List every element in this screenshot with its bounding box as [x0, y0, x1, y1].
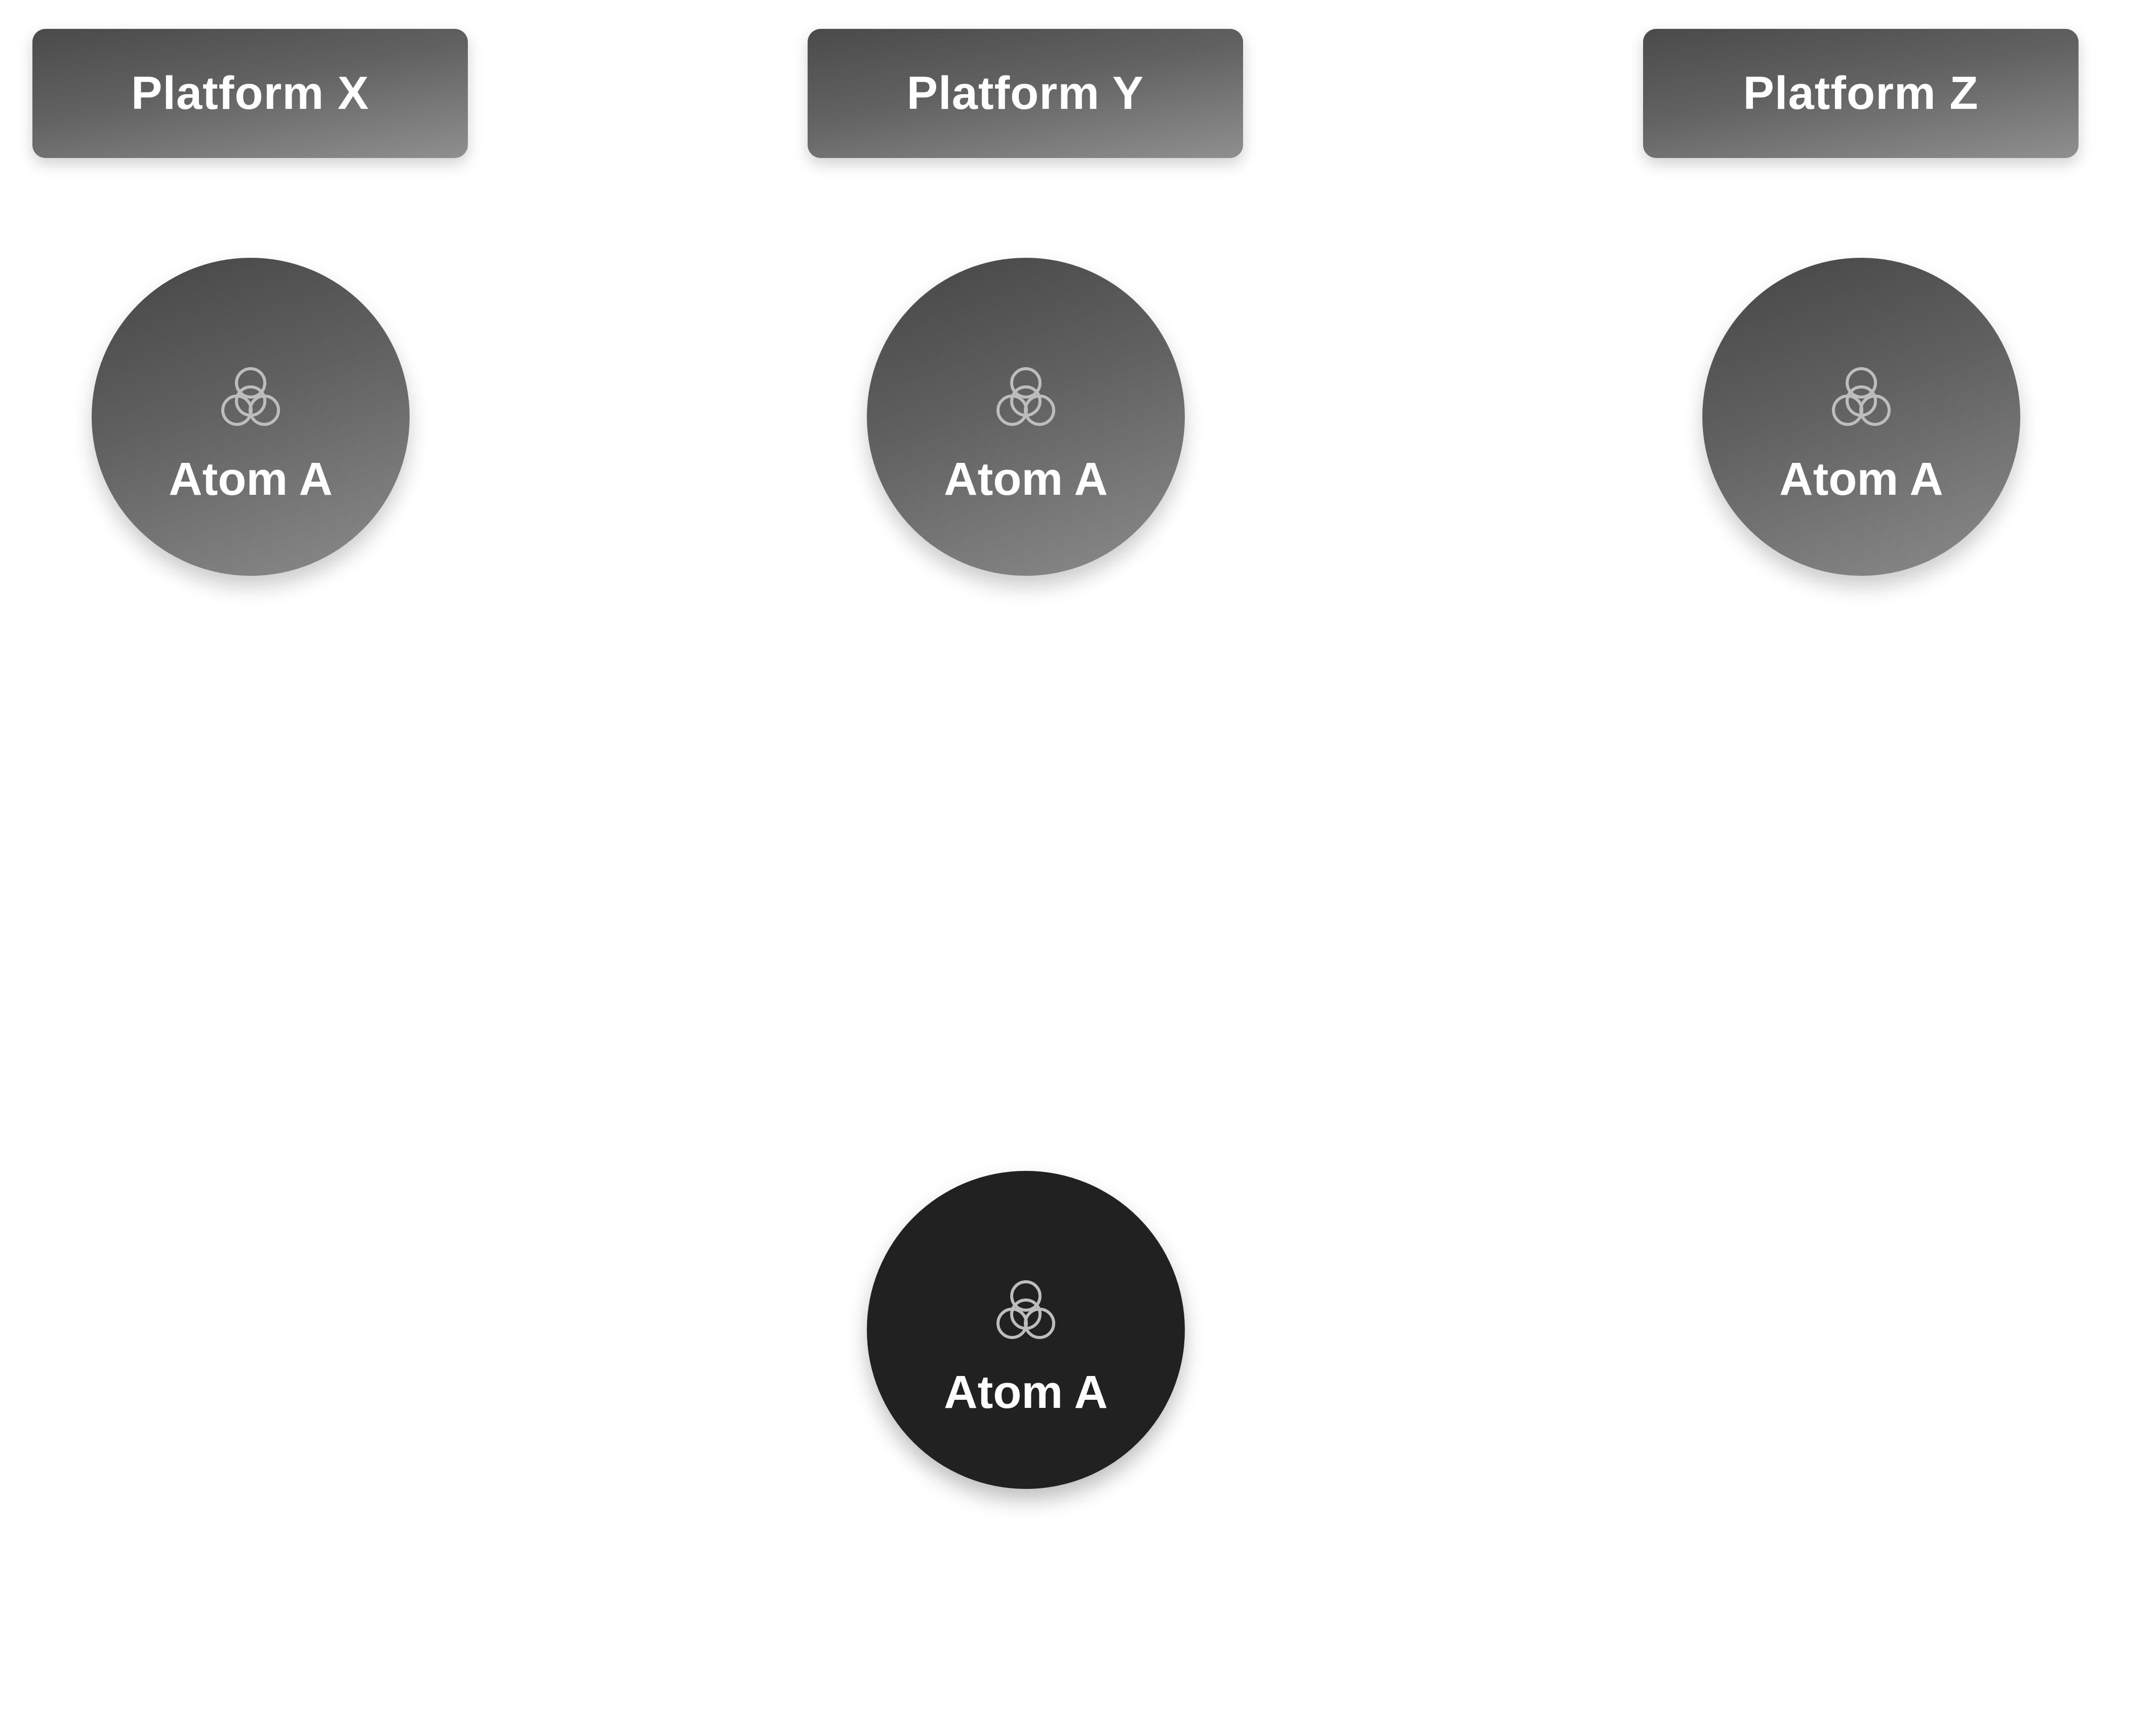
platform-z-label: Platform Z	[1743, 67, 1979, 119]
atom-node-y: Atom A	[867, 258, 1185, 576]
atom-node-bottom: Atom A	[867, 1171, 1185, 1489]
platform-x-label: Platform X	[131, 67, 370, 119]
atom-label: Atom A	[944, 453, 1108, 505]
platform-x-box: Platform X	[32, 29, 468, 158]
atom-label: Atom A	[944, 1366, 1108, 1418]
three-circles-icon	[221, 367, 280, 426]
atom-node-z: Atom A	[1702, 258, 2020, 576]
three-circles-icon	[996, 367, 1055, 426]
platform-y-box: Platform Y	[808, 29, 1243, 158]
three-circles-icon	[1832, 367, 1891, 426]
three-circles-icon	[996, 1280, 1055, 1339]
platform-y-label: Platform Y	[906, 67, 1144, 119]
platform-z-box: Platform Z	[1643, 29, 2079, 158]
atom-label: Atom A	[169, 453, 333, 505]
atom-label: Atom A	[1779, 453, 1943, 505]
atom-node-x: Atom A	[92, 258, 410, 576]
